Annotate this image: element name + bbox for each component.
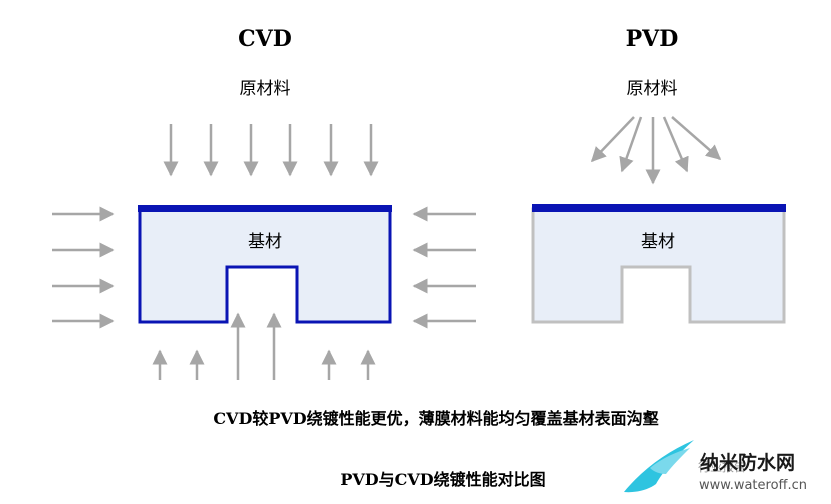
arrow bbox=[662, 116, 689, 173]
arrow bbox=[619, 116, 643, 173]
cvd-substrate-label: 基材 bbox=[248, 232, 282, 252]
arrow bbox=[590, 116, 635, 163]
watermark-behind-text: 行业报告 bbox=[698, 459, 746, 474]
caption: CVD较PVD绕镀性能更优，薄膜材料能均匀覆盖基材表面沟壑 bbox=[213, 409, 658, 428]
pvd-panel: PVD 原材料 基材 bbox=[531, 26, 786, 324]
cvd-top-film bbox=[138, 205, 392, 212]
cvd-left-arrows bbox=[52, 206, 115, 329]
pvd-substrate bbox=[531, 207, 786, 324]
swoosh-logo-icon bbox=[624, 440, 694, 493]
pvd-fan-arrows bbox=[590, 116, 722, 185]
cvd-source-label: 原材料 bbox=[240, 79, 291, 99]
cvd-top-arrows bbox=[163, 124, 379, 177]
pvd-title: PVD bbox=[626, 26, 679, 52]
pvd-substrate-label: 基材 bbox=[641, 232, 675, 252]
watermark-url: www.wateroff.cn bbox=[699, 478, 807, 493]
pvd-top-film bbox=[532, 204, 786, 212]
cvd-right-arrows bbox=[412, 206, 476, 329]
cvd-substrate bbox=[138, 207, 392, 324]
cvd-bottom-arrows bbox=[152, 312, 376, 380]
watermark-brand: 纳米防水网 bbox=[700, 451, 795, 474]
watermark: 行业报告 纳米防水网 www.wateroff.cn bbox=[624, 440, 807, 493]
cvd-title: CVD bbox=[238, 26, 292, 52]
figure-title: PVD与CVD绕镀性能对比图 bbox=[340, 470, 545, 489]
arrow bbox=[671, 116, 722, 160]
pvd-source-label: 原材料 bbox=[627, 79, 678, 99]
cvd-panel: CVD 原材料 基材 bbox=[52, 26, 476, 380]
